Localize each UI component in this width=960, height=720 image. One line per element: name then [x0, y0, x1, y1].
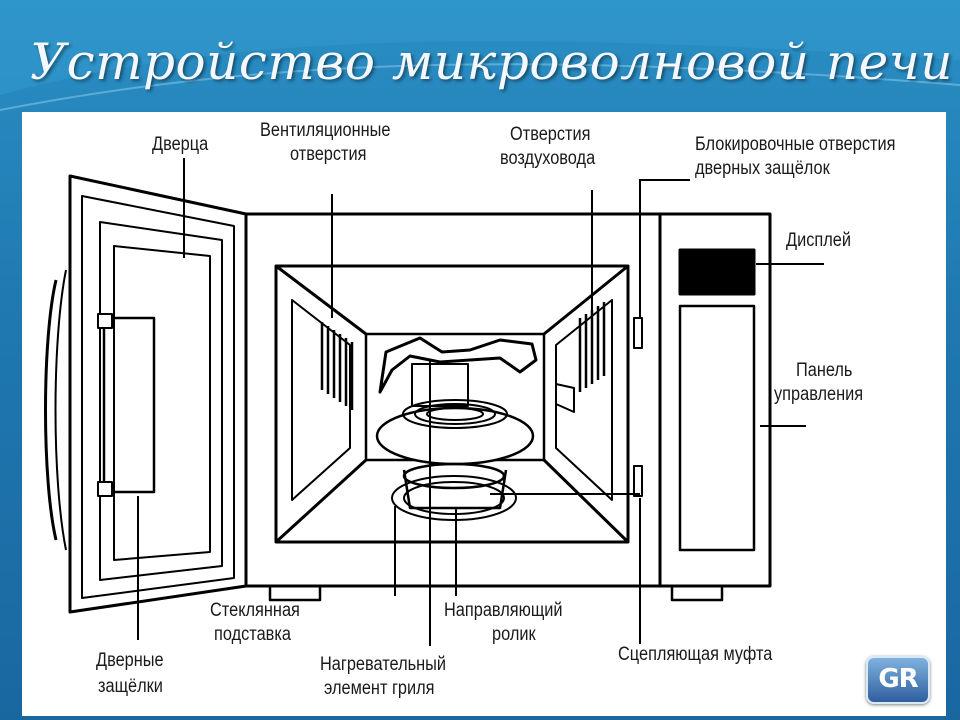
label-roller-line2: ролик [492, 624, 536, 645]
label-control-line2: управления [774, 384, 864, 405]
label-grill-line1: Нагревательный [320, 654, 447, 675]
label-vent-line2: отверстия [290, 144, 367, 165]
header-swoosh [0, 0, 960, 111]
label-door: Дверца [152, 134, 209, 155]
label-latches-line1: Дверные [96, 650, 164, 671]
oven-body-drawing [246, 212, 772, 602]
label-vent-line1: Вентиляционные [260, 120, 391, 141]
label-latches-line2: защёлки [98, 676, 163, 697]
microwave-illustration [44, 158, 824, 646]
label-coupler: Сцепляющая муфта [618, 644, 773, 665]
page-title: Устройство микроволновой печи [30, 33, 953, 91]
vent-slots-left [320, 322, 354, 410]
label-display: Дисплей [786, 230, 851, 251]
logo-text: GR [878, 664, 918, 694]
label-interlock-line2: дверных защёлок [695, 158, 830, 179]
label-glass-line2: подставка [214, 624, 291, 645]
leader-lines [137, 158, 824, 646]
label-interlock-line1: Блокировочные отверстия [695, 134, 896, 155]
vent-slots-right [578, 302, 606, 392]
label-roller-line1: Направляющий [444, 600, 563, 621]
label-duct-line1: Отверстия [510, 124, 591, 145]
diagram-panel: Дверца Вентиляционные отверстия Отверсти… [22, 112, 946, 716]
gr-logo: GR [866, 656, 930, 704]
label-grill-line2: элемент гриля [324, 678, 435, 699]
label-duct-line2: воздуховода [500, 148, 596, 169]
label-glass-line1: Стеклянная [210, 600, 300, 621]
label-control-line1: Панель [796, 360, 853, 381]
door-drawing [44, 174, 248, 614]
